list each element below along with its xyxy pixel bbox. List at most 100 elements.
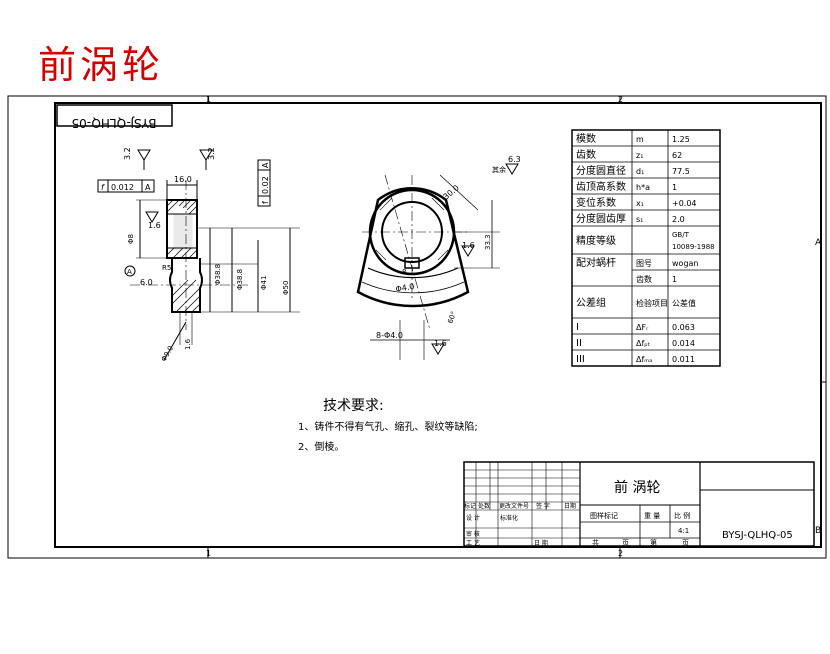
param-value: GB/T <box>672 231 690 239</box>
param-symbol: Δfₘₐ <box>636 355 652 364</box>
section-view <box>97 149 300 361</box>
front-roughness-rest: 6.3 <box>508 155 521 164</box>
zone-bottom-1: 1 <box>206 549 211 558</box>
param-value: 10089-1988 <box>672 243 715 251</box>
tb-doc: 更改文件号 <box>499 502 529 510</box>
param-name: 齿数 <box>576 148 596 161</box>
chamfer-label: 6.0 <box>140 278 153 287</box>
tb-date: 日期 <box>564 502 576 510</box>
keyway-dim: 8 <box>402 268 406 276</box>
zone-top-1: 1 <box>206 95 211 104</box>
tech-req-item-2: 2、倒棱。 <box>298 440 344 453</box>
page-title: 前涡轮 <box>38 43 165 87</box>
param-name: 精度等级 <box>576 234 616 247</box>
tol-vert-symbol: f <box>261 201 270 204</box>
tb-weight: 重 量 <box>644 512 660 520</box>
dia-c: Φ41 <box>260 276 268 290</box>
tb-process: 工 艺 <box>466 539 480 547</box>
tol-left-value: 0.012 <box>111 183 134 192</box>
bore-dim: Φ8 <box>127 234 135 244</box>
title-block <box>463 461 815 547</box>
param-symbol: ΔFᵣ <box>636 323 649 332</box>
front-radius-dim: 33.3 <box>484 234 492 250</box>
param-symbol: 图号 <box>636 259 652 268</box>
zone-top-2: 2 <box>618 95 623 104</box>
param-symbol: z₁ <box>636 151 643 160</box>
front-view <box>356 163 519 360</box>
tb-standard: 标准化 <box>500 514 518 522</box>
param-value: 0.014 <box>672 339 695 348</box>
param-value: 1.25 <box>672 135 690 144</box>
param-symbol: s₁ <box>636 215 643 224</box>
front-angle-dim: 30.0 <box>442 183 461 201</box>
front-roughness-right: 1.6 <box>462 241 475 250</box>
section-roughness-top-right: 3.2 <box>207 147 216 160</box>
tb-page-unit: 页 <box>682 539 689 547</box>
dia-b: Φ38.8 <box>236 269 244 290</box>
param-value: +0.04 <box>672 199 697 208</box>
tb-total: 共 <box>592 538 599 547</box>
front-bore-dim: Φ4.0 <box>395 282 415 294</box>
param-name: 分度圆齿厚 <box>576 212 626 225</box>
tb-review: 审 核 <box>466 530 480 538</box>
param-value: 2.0 <box>672 215 685 224</box>
param-value: 0.011 <box>672 355 695 364</box>
zone-right-b: B <box>815 526 821 536</box>
param-name: I <box>576 322 579 333</box>
param-name: 变位系数 <box>576 196 616 209</box>
param-symbol: 齿数 <box>636 274 652 284</box>
tb-design: 设 计 <box>466 514 480 522</box>
face-roughness: 1.6 <box>148 221 161 230</box>
rotated-drawing-code: BYSJ-QLHQ-05 <box>72 116 157 130</box>
tb-sheet-unit: 页 <box>622 539 629 547</box>
tb-date-2: 日 期 <box>534 539 548 547</box>
bottom-dim-a: Φ9.0 <box>160 345 175 363</box>
drawing-code: BYSJ-QLHQ-05 <box>722 530 793 541</box>
tb-scale-value: 4:1 <box>678 527 689 535</box>
param-symbol: x₁ <box>636 199 644 208</box>
tech-req-heading: 技术要求: <box>323 398 384 414</box>
param-value: 62 <box>672 151 682 160</box>
front-bottom-dim: 8-Φ4.0 <box>376 331 403 340</box>
param-symbol: m <box>636 135 644 144</box>
tb-count: 处数 <box>478 502 490 510</box>
param-symbol: 检验项目 <box>636 298 668 308</box>
bottom-dim-b: 1.6 <box>184 338 192 350</box>
param-symbol: h*a <box>636 183 650 192</box>
param-name: 模数 <box>576 132 596 145</box>
section-roughness-top-left: 3.2 <box>123 147 132 160</box>
param-name: II <box>576 338 582 349</box>
param-name: 分度圆直径 <box>576 164 626 177</box>
inner-frame <box>54 102 822 548</box>
tb-sign: 签 字 <box>536 502 550 510</box>
tol-vert-value: 0.02 <box>261 176 270 194</box>
param-value: 1 <box>672 183 677 192</box>
front-angle-lower: 60° <box>446 310 458 324</box>
param-value: 0.063 <box>672 323 695 332</box>
r-label: R5 <box>162 264 171 272</box>
width-dim: 16.0 <box>174 175 192 184</box>
param-symbol: Δfₚₜ <box>636 339 650 348</box>
param-name: 配对蜗杆 <box>576 256 616 269</box>
front-bottom-roughness: 1.6 <box>434 339 447 348</box>
tol-left-datum: A <box>145 183 151 192</box>
tech-req-item-1: 1、铸件不得有气孔、缩孔、裂纹等缺陷; <box>298 420 478 433</box>
tol-left-symbol: f <box>101 183 105 192</box>
param-symbol: d₁ <box>636 167 644 176</box>
tb-page: 第 <box>650 538 657 547</box>
dia-d: Φ50 <box>282 281 290 295</box>
tb-scale: 比 例 <box>674 511 690 520</box>
dia-a: Φ38.8 <box>214 264 222 285</box>
rest-note: 其余 <box>492 165 506 174</box>
part-name: 前 涡轮 <box>614 479 660 496</box>
param-value: wogan <box>672 259 699 268</box>
param-value: 公差值 <box>672 298 696 308</box>
zone-bottom-2: 2 <box>618 549 623 558</box>
tol-vert-datum: A <box>261 162 270 168</box>
zone-right-a: A <box>815 238 822 248</box>
tb-stage: 图样标记 <box>590 511 618 520</box>
datum-label: A <box>127 268 132 276</box>
param-name: 公差组 <box>576 296 606 309</box>
